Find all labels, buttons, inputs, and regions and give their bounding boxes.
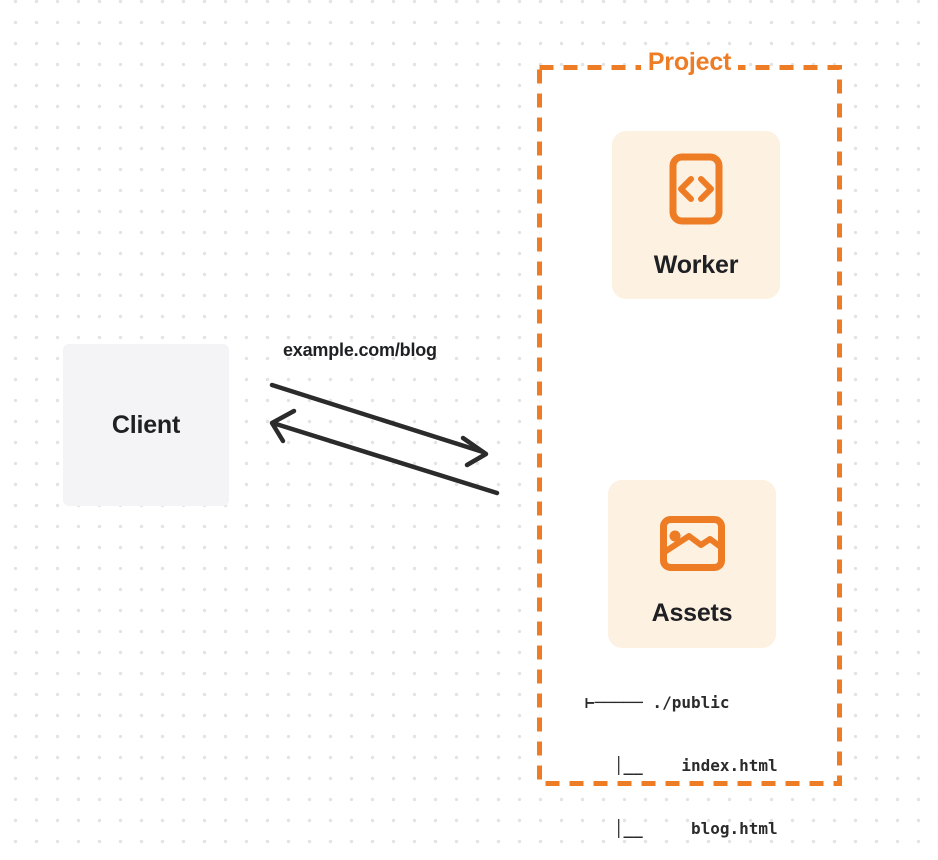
- file-tree-line-index: │__ index.html: [585, 756, 778, 775]
- request-url-label: example.com/blog: [283, 340, 437, 360]
- code-icon: [669, 153, 723, 225]
- file-tree-line-blog: │__ blog.html: [585, 819, 778, 838]
- request-arrowhead-icon: [460, 435, 489, 468]
- worker-node: Worker: [612, 131, 780, 299]
- client-label: Client: [111, 410, 181, 439]
- client-node: Client: [63, 344, 229, 506]
- response-arrow-shaft: [273, 421, 500, 496]
- worker-label: Worker: [653, 251, 739, 279]
- project-label: Project: [537, 48, 842, 77]
- file-tree-line-public: ⊢───── ./public: [585, 693, 730, 712]
- assets-node: Assets: [608, 480, 776, 648]
- request-arrow-shaft: [269, 382, 486, 455]
- assets-label: Assets: [651, 599, 733, 627]
- file-tree: ⊢───── ./public │__ index.html │__ blog.…: [585, 650, 778, 860]
- response-arrowhead-icon: [269, 408, 297, 444]
- project-label-text: Project: [640, 48, 739, 76]
- image-icon: [659, 516, 725, 571]
